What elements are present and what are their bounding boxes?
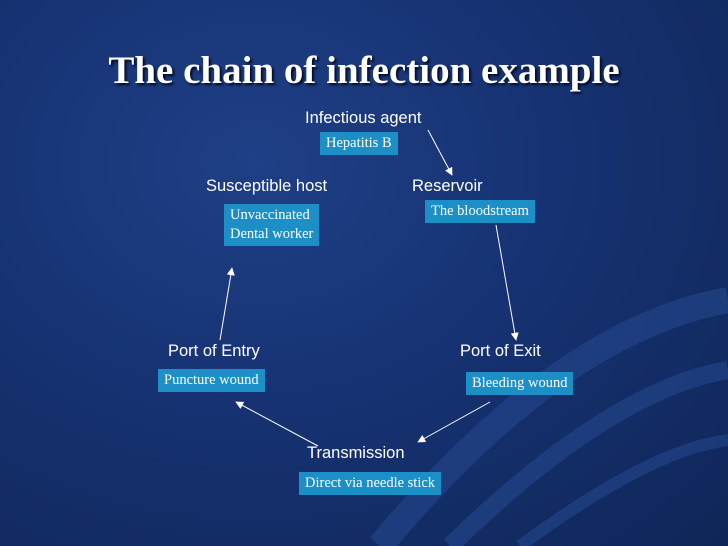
infectious-agent-example: Hepatitis B	[326, 135, 392, 151]
port-of-exit-label: Port of Exit	[460, 342, 541, 360]
infectious-agent-box: Hepatitis B	[320, 132, 398, 155]
susceptible-host-example-line1: Unvaccinated	[230, 207, 310, 223]
port-of-exit-example: Bleeding wound	[472, 375, 568, 391]
port-of-entry-example: Puncture wound	[164, 372, 259, 388]
transmission-label: Transmission	[307, 444, 405, 462]
arrow-exit-to-transmission	[417, 401, 491, 443]
port-of-entry-box: Puncture wound	[158, 369, 265, 392]
arrow-transmission-to-entry	[235, 401, 319, 447]
port-of-entry-label: Port of Entry	[168, 342, 260, 360]
susceptible-host-example-line2: Dental worker	[230, 226, 314, 242]
transmission-example: Direct via needle stick	[305, 475, 436, 491]
slide-title: The chain of infection example	[108, 49, 620, 92]
transmission-box: Direct via needle stick	[299, 472, 442, 495]
reservoir-example: The bloodstream	[431, 203, 529, 219]
susceptible-host-box: Unvaccinated Dental worker	[224, 204, 320, 246]
susceptible-host-label: Susceptible host	[206, 177, 328, 195]
arrow-entry-to-host	[219, 267, 235, 341]
arrow-agent-to-reservoir	[427, 129, 453, 176]
reservoir-label: Reservoir	[412, 177, 483, 195]
infectious-agent-label: Infectious agent	[305, 109, 422, 127]
port-of-exit-box: Bleeding wound	[466, 372, 574, 395]
reservoir-box: The bloodstream	[425, 200, 535, 223]
arrow-reservoir-to-exit	[495, 224, 519, 341]
